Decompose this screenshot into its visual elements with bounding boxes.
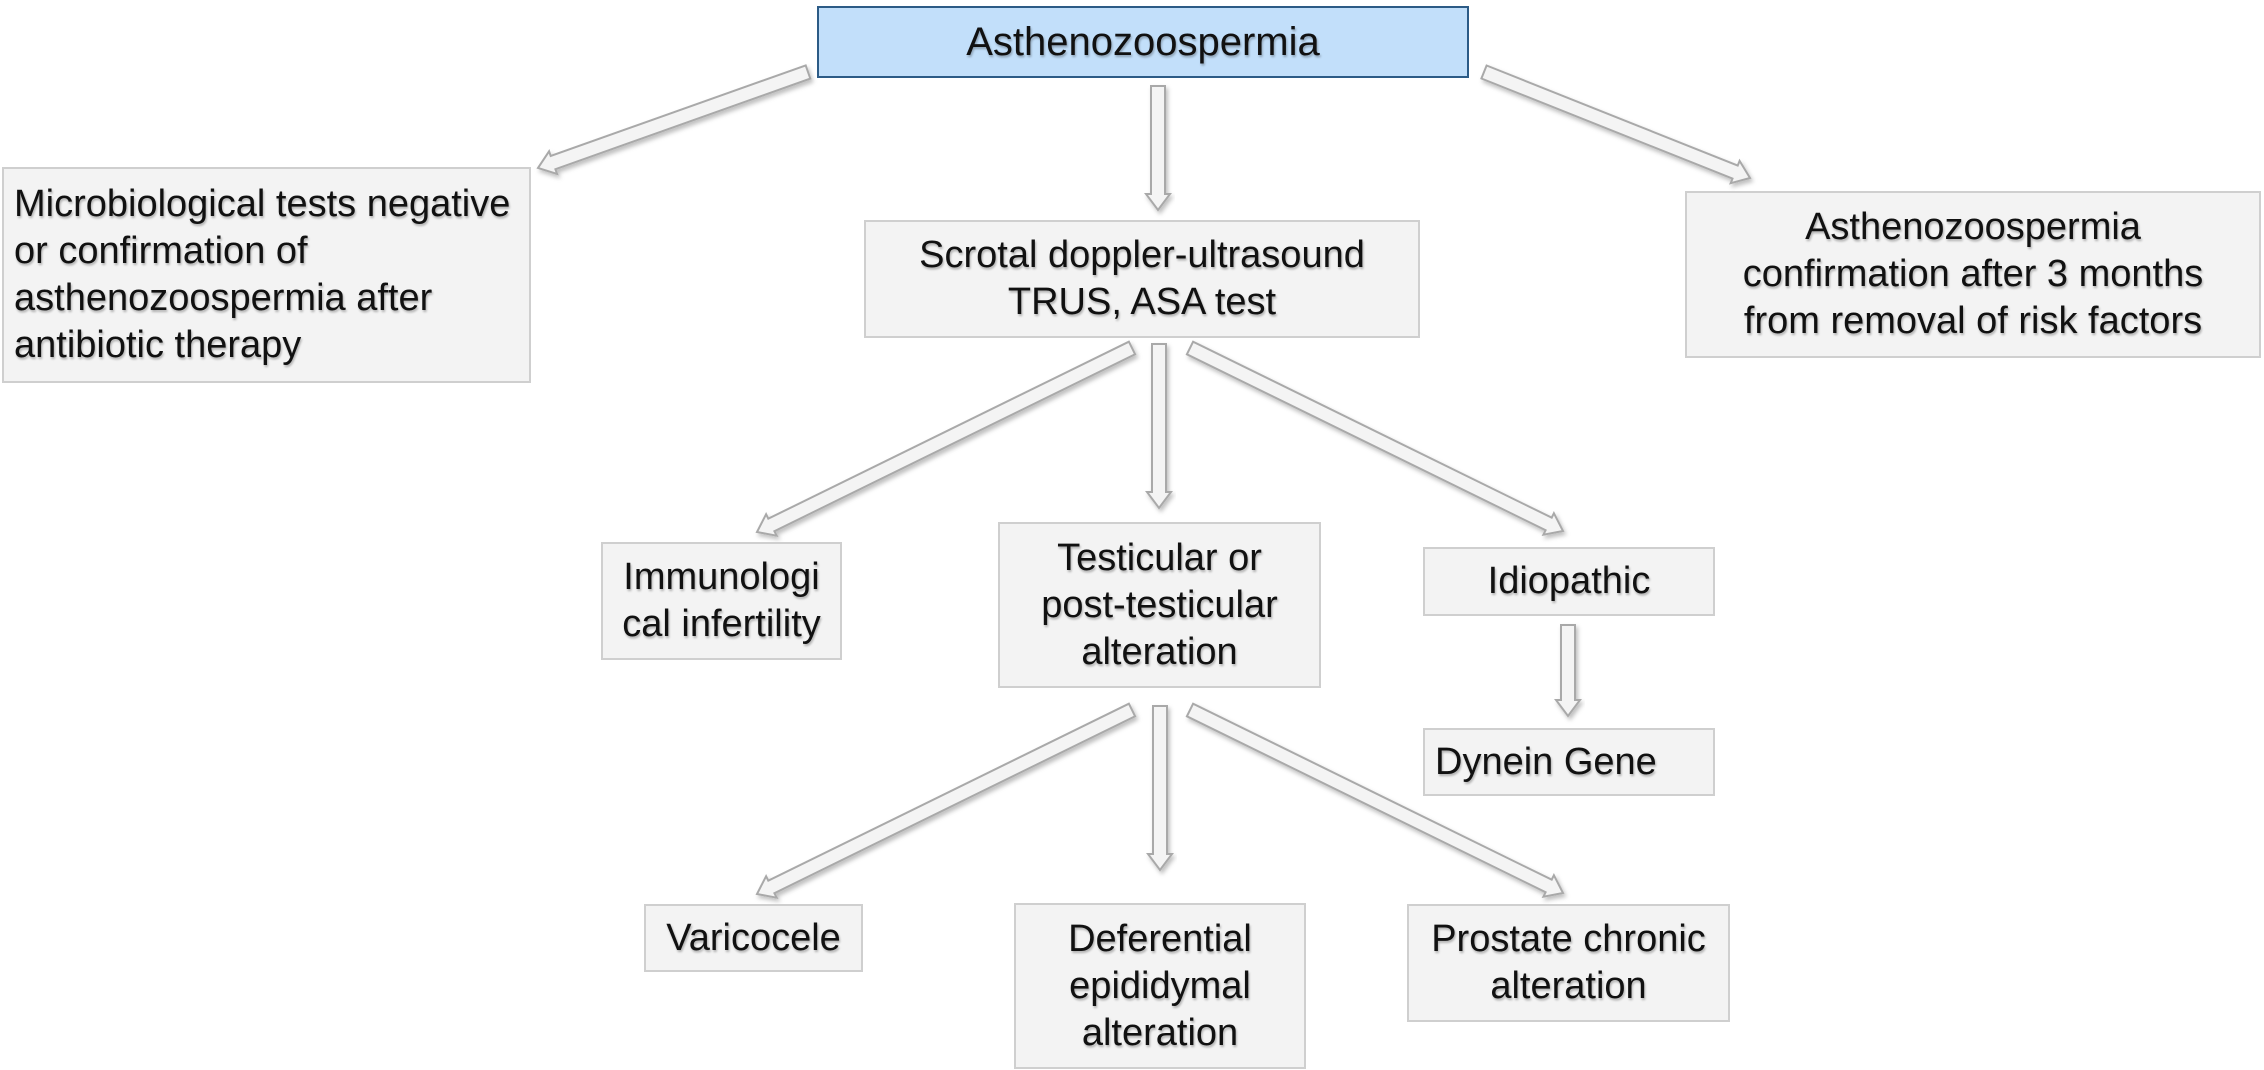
node-dynein-gene: Dynein Gene <box>1423 728 1715 796</box>
node-deferential-epididymal-label: Deferential epididymal alteration <box>1068 917 1252 1054</box>
node-asthenozoospermia-label: Asthenozoospermia <box>966 19 1320 64</box>
node-asthenozoospermia-confirmation: Asthenozoospermia confirmation after 3 m… <box>1685 191 2261 358</box>
node-scrotal-exam: Scrotal doppler-ultrasound TRUS, ASA tes… <box>864 220 1420 338</box>
arrow-root-to-confirmation <box>1480 64 1752 185</box>
node-immunological-infertility-label: Immunologi cal infertility <box>622 556 821 645</box>
arrow-root-to-microbiological <box>536 64 812 176</box>
node-varicocele: Varicocele <box>644 904 863 972</box>
node-scrotal-exam-label: Scrotal doppler-ultrasound TRUS, ASA tes… <box>919 234 1365 323</box>
node-dynein-gene-label: Dynein Gene <box>1435 740 1657 783</box>
node-prostate-chronic: Prostate chronic alteration <box>1407 904 1730 1022</box>
node-idiopathic: Idiopathic <box>1423 547 1715 616</box>
node-testicular-alteration-label: Testicular or post-testicular alteration <box>1041 536 1278 673</box>
arrow-testicular-to-prostate <box>1185 702 1565 899</box>
node-asthenozoospermia-confirmation-label: Asthenozoospermia confirmation after 3 m… <box>1742 206 2204 342</box>
node-testicular-alteration: Testicular or post-testicular alteration <box>998 522 1321 688</box>
arrow-testicular-to-varicocele <box>755 702 1137 900</box>
node-microbiological-tests-label: Microbiological tests negative or confir… <box>14 183 511 366</box>
arrow-testicular-to-deferential <box>1146 705 1174 872</box>
node-asthenozoospermia: Asthenozoospermia <box>817 6 1469 78</box>
node-microbiological-tests: Microbiological tests negative or confir… <box>2 167 531 383</box>
arrow-idiopathic-to-dynein <box>1554 624 1582 718</box>
node-varicocele-label: Varicocele <box>666 916 841 959</box>
arrow-root-to-exam <box>1144 85 1172 212</box>
node-idiopathic-label: Idiopathic <box>1487 560 1651 602</box>
arrow-exam-to-testicular <box>1145 343 1173 510</box>
node-prostate-chronic-label: Prostate chronic alteration <box>1431 918 1706 1007</box>
node-immunological-infertility: Immunologi cal infertility <box>601 542 842 660</box>
arrow-exam-to-immunological <box>755 340 1137 538</box>
arrow-exam-to-idiopathic <box>1185 340 1565 537</box>
node-deferential-epididymal: Deferential epididymal alteration <box>1014 903 1306 1069</box>
